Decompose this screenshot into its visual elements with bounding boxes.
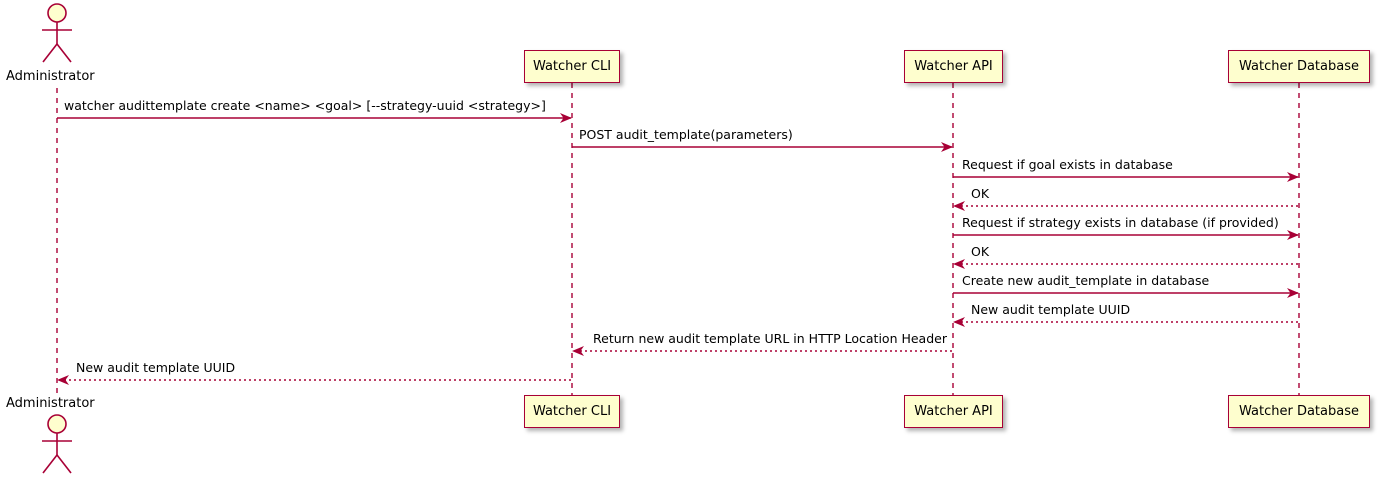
participant-label-watcher-cli-bottom: Watcher CLI <box>532 404 612 419</box>
participant-label-watcher-database-top: Watcher Database <box>1239 59 1359 74</box>
participant-box-watcher-api-top[interactable]: Watcher API <box>904 50 1003 83</box>
actor-leg-left-line <box>42 43 58 63</box>
message-label-5: Request if strategy exists in database (… <box>962 215 1279 230</box>
message-label-3: Request if goal exists in database <box>962 157 1173 172</box>
message-label-10: New audit template UUID <box>76 360 236 375</box>
participant-box-watcher-api-bottom[interactable]: Watcher API <box>904 395 1003 428</box>
message-arrows-group <box>57 113 1299 385</box>
message-label-8: New audit template UUID <box>971 302 1131 317</box>
message-label-7: Create new audit_template in database <box>962 273 1210 288</box>
message-label-1: watcher audittemplate create <name> <goa… <box>64 98 546 113</box>
actor-head-icon <box>47 414 67 434</box>
actor-figures-group <box>42 3 72 474</box>
actor-leg-right-line <box>56 454 72 474</box>
message-label-4: OK <box>971 186 990 201</box>
participant-box-watcher-database-bottom[interactable]: Watcher Database <box>1228 395 1370 428</box>
participant-label-administrator-bottom: Administrator <box>6 396 95 411</box>
participant-label-watcher-cli-top: Watcher CLI <box>532 59 612 74</box>
actor-leg-left-line <box>42 454 58 474</box>
actor-head-icon <box>47 3 67 23</box>
participant-label-watcher-api-top: Watcher API <box>914 59 993 74</box>
actor-leg-right-line <box>56 43 72 63</box>
participant-box-watcher-cli-top[interactable]: Watcher CLI <box>524 50 620 83</box>
actor-figure-administrator-top <box>42 3 72 63</box>
participant-box-watcher-database-top[interactable]: Watcher Database <box>1228 50 1370 83</box>
message-label-9: Return new audit template URL in HTTP Lo… <box>593 331 947 346</box>
message-label-2: POST audit_template(parameters) <box>579 127 793 142</box>
lifelines-group <box>56 83 1300 398</box>
participant-label-administrator-top: Administrator <box>6 69 95 84</box>
participant-box-watcher-cli-bottom[interactable]: Watcher CLI <box>524 395 620 428</box>
participant-label-watcher-api-bottom: Watcher API <box>914 404 993 419</box>
message-label-6: OK <box>971 244 990 259</box>
participant-label-watcher-database-bottom: Watcher Database <box>1239 404 1359 419</box>
actor-figure-administrator-bottom <box>42 414 72 474</box>
